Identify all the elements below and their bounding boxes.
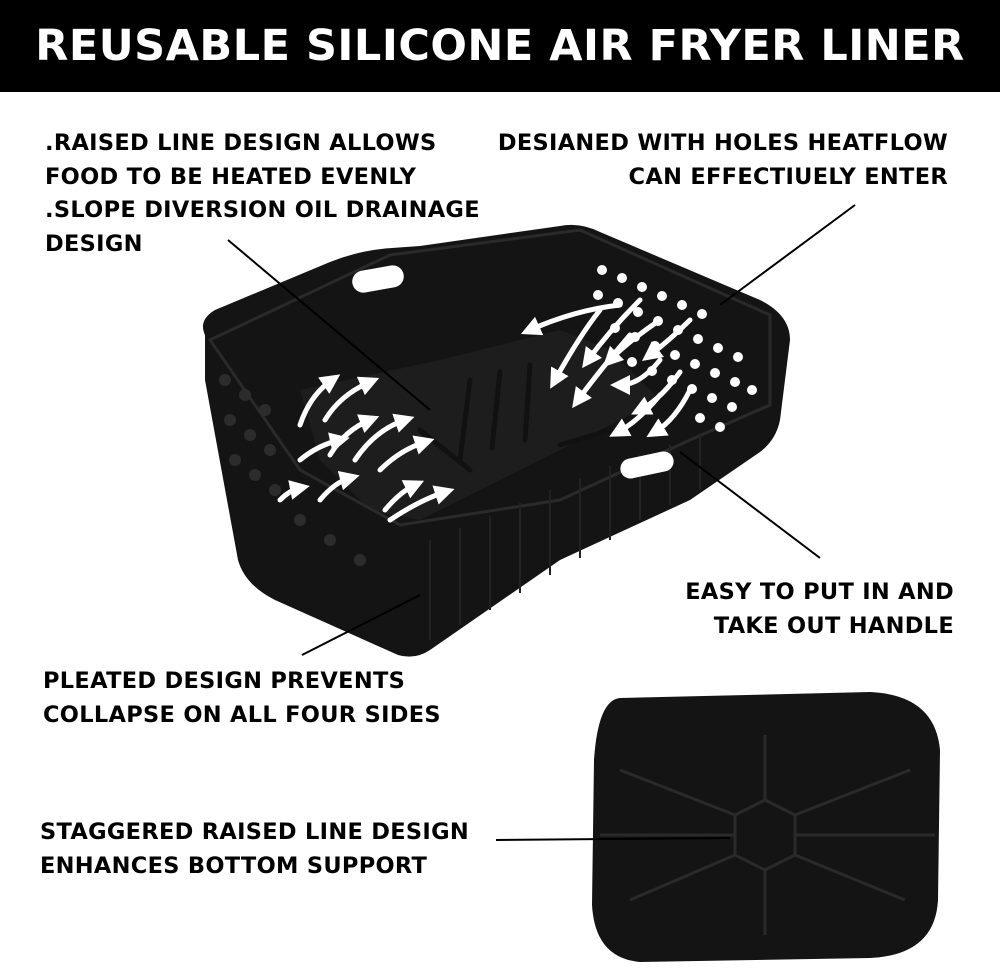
callout-raised-line: .RAISED LINE DESIGN ALLOWS FOOD TO BE HE… [45, 130, 480, 257]
liner-bottom-view [592, 692, 940, 962]
callout-holes: DESIANED WITH HOLES HEATFLOW CAN EFFECTI… [497, 130, 948, 190]
callout-handle: EASY TO PUT IN AND TAKE OUT HANDLE [685, 579, 954, 639]
callout-leader-lines [227, 204, 856, 841]
callout-staggered: STAGGERED RAISED LINE DESIGN ENHANCES BO… [40, 819, 469, 879]
callout-pleated: PLEATED DESIGN PREVENTS COLLAPSE ON ALL … [43, 668, 441, 728]
banner-title: REUSABLE SILICONE AIR FRYER LINER [35, 21, 965, 71]
title-banner: REUSABLE SILICONE AIR FRYER LINER [0, 0, 1000, 92]
